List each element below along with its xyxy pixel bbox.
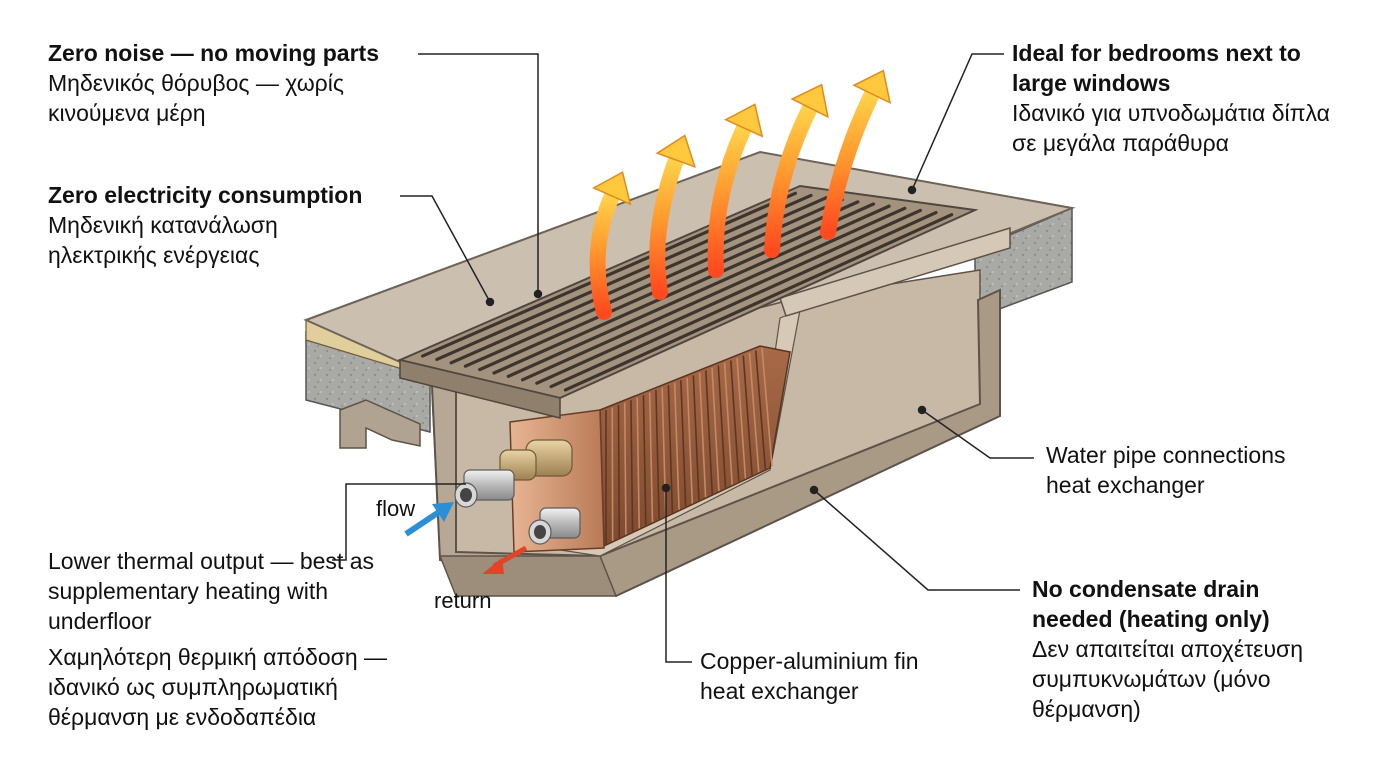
fin-line [617,405,621,538]
leader-fin-exchanger [665,488,692,663]
heat-arrow-head [655,134,696,169]
heat-arrow-head [790,83,829,119]
fin-line [723,362,733,485]
grille-front-edge [399,359,561,419]
fin-line [630,400,634,532]
heat-arrow-shaft [764,100,818,258]
heat-arrow-shaft [589,188,620,320]
leader-dot [907,185,917,195]
callout-zero-noise: Zero noise — no moving parts Μηδενικός θ… [48,38,418,128]
fin-line [698,372,707,498]
callout-water-pipe-text: Water pipe connections heat exchanger [1046,442,1286,498]
callout-ideal-bedrooms-gr: Ιδανικό για υπνοδωμάτια δίπλα σε μεγάλα … [1012,100,1330,156]
callout-fin-exchanger: Copper-aluminium fin heat exchanger [700,646,960,706]
leader-no-condensate [813,489,1020,591]
return-arrow [482,545,528,574]
fin-line [661,387,667,516]
fin-line [717,365,727,488]
callout-fin-exchanger-text: Copper-aluminium fin heat exchanger [700,648,919,704]
callout-ideal-bedrooms-en: Ideal for bedrooms next to large windows [1012,40,1301,96]
fin-line [705,370,714,495]
trench-bottom-lip [438,555,618,597]
grille-slots [420,191,954,392]
leader-dot [809,485,819,495]
rising-heat-arrows [589,69,892,320]
fin-line [736,357,747,479]
callout-zero-electricity-gr: Μηδενική κατανάλωση ηλεκτρικής ενέργειας [48,212,278,268]
fin-line [748,352,760,473]
heat-exchanger [454,345,791,553]
grille-slot [420,191,797,358]
callout-zero-noise-en: Zero noise — no moving parts [48,40,379,66]
heat-arrow-shaft [707,120,752,278]
fin-line [754,350,767,470]
fin-line [680,380,687,507]
grille-slot [435,193,813,362]
grille-slot [535,208,922,385]
fin-lines [605,347,773,544]
flow-pipe [454,469,515,508]
heat-arrow-head [592,171,632,206]
fin-line [636,397,640,529]
leader-dot [533,289,543,299]
fin-line [730,360,740,482]
fin-line [667,385,674,513]
return-label: return [434,588,492,613]
return-pipe [528,507,581,545]
leader-water-pipe [921,409,1034,459]
leader-lower-output [332,483,466,561]
leader-zero-electricity [400,195,491,303]
fin-line [673,382,680,510]
callout-zero-noise-gr: Μηδενικός θόρυβος — χωρίς κινούμενα μέρη [48,70,344,126]
callout-no-condensate-en: No condensate drain needed (heating only… [1032,576,1270,632]
callout-ideal-bedrooms: Ideal for bedrooms next to large windows… [1012,38,1352,158]
fin-line [642,395,647,526]
callout-no-condensate: No condensate drain needed (heating only… [1032,574,1352,724]
callout-water-pipe: Water pipe connections heat exchanger [1046,440,1336,500]
callout-no-condensate-gr: Δεν απαιτείται αποχέτευση συμπυκνωμάτων … [1032,636,1304,722]
fin-line [742,355,753,476]
flow-arrow [404,502,454,537]
callout-lower-output-en: Lower thermal output — best as supplemen… [48,548,374,634]
fin-line [648,392,654,523]
callout-zero-electricity: Zero electricity consumption Μηδενική κα… [48,180,398,270]
grille-slot [478,200,860,372]
heat-arrow-shaft [820,86,880,240]
fin-line [761,347,773,467]
leader-zero-noise [418,53,539,294]
callout-zero-electricity-en: Zero electricity consumption [48,182,363,208]
leader-ideal-bedrooms [911,53,1004,191]
grille-frame-lip [779,226,1011,317]
grille-slot [492,202,876,375]
heat-arrow-head [724,103,764,138]
fin-line [623,402,627,535]
leader-dot [661,483,671,493]
flow-pipe-fitting [499,439,573,481]
heat-arrow-head [852,69,892,105]
fin-line [711,367,720,492]
grille-slot [449,195,829,365]
fin-line [692,375,700,501]
grille-slot [520,206,907,382]
leader-lines [332,53,1034,663]
grille-slot [549,210,938,389]
grille-slot [563,213,954,392]
leader-dot [485,297,495,307]
leader-dot [917,405,927,415]
callout-lower-output: Lower thermal output — best as supplemen… [48,546,428,732]
fin-line [655,390,660,520]
fin-line [686,377,694,504]
mounting-bracket [339,399,421,449]
callout-lower-output-gr: Χαμηλότερη θερμική απόδοση — ιδανικό ως … [48,644,388,730]
heat-arrow-shaft [649,152,684,300]
flow-label: flow [376,496,416,521]
